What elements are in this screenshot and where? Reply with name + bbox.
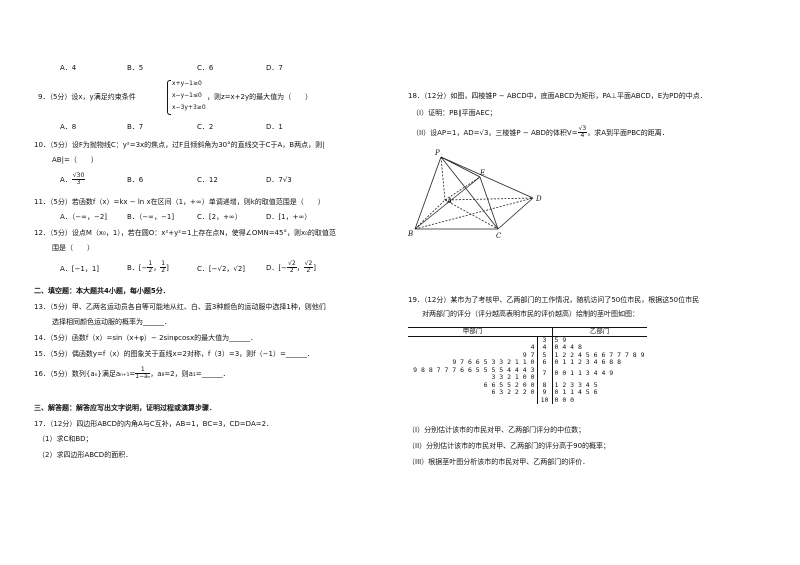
q10-option-c: C．12 — [197, 176, 218, 184]
label-C: C — [496, 232, 502, 240]
q19-line-5: （III）根据茎叶图分析该市的市民对甲、乙两部门的评价． — [408, 458, 590, 466]
stem: 10 — [537, 396, 553, 404]
q15: 15．（5分）偶函数y=f（x）的图象关于直线x=2对称，f（3）=3，则f（−… — [34, 350, 314, 358]
section-3-heading: 三、解答题：解答应写出文字说明，证明过程或演算步骤． — [34, 404, 216, 412]
q11-option-d: D．[1，+∞） — [266, 213, 312, 221]
stem: 8 — [537, 381, 553, 389]
left-leaves: 6 3 2 2 2 0 — [408, 388, 538, 397]
q8-option-c: C．6 — [197, 64, 214, 72]
left-leaves — [408, 396, 538, 404]
q11-option-c: C．[2，+∞） — [197, 213, 242, 221]
q12-line-2: 围是（ ） — [52, 244, 94, 252]
q13-line-2: 选择相同颜色运动服的概率为______． — [52, 318, 171, 326]
right-leaves: 0 1 1 2 3 4 6 8 8 — [554, 358, 622, 366]
stem-leaf-row: 9 8 8 7 7 7 6 6 5 5 5 5 4 4 4 3 3 3 2 1 … — [408, 366, 647, 382]
left-leaves: 6 6 5 5 2 0 0 — [408, 381, 538, 389]
q14: 14．（5分）函数f（x）=sin（x+φ）− 2sinφcosx的最大值为__… — [34, 334, 258, 342]
label-P: P — [434, 149, 440, 157]
label-A: A — [446, 197, 452, 205]
q9-option-b: B．7 — [127, 123, 144, 131]
q11-option-b: B．（−∞，−1] — [127, 213, 175, 221]
section-2-heading: 二、填空题：本大题共4小题，每小题5分． — [34, 287, 170, 295]
q12-line-1: 12．（5分）设点M（x₀，1），若在圆O：x²+y²=1上存在点N，使得∠OM… — [34, 229, 336, 237]
q17-line-1: 17．（12分）四边形ABCD的内角A与C互补，AB=1，BC=3，CD=DA=… — [34, 420, 274, 428]
q9-brace — [167, 80, 171, 115]
q17-line-3: （2）求四边形ABCD的面积． — [38, 451, 133, 459]
q10-line-2: AB|=（ ） — [52, 156, 98, 164]
q8-option-a: A．4 — [60, 64, 77, 72]
right-leaves: 1 2 2 4 5 6 6 7 7 7 8 9 — [554, 350, 645, 359]
q9-lead: 9．（5分）设x，y满足约束条件 — [38, 93, 136, 101]
q12-option-a: A．[−1，1] — [60, 265, 100, 273]
right-leaves: 0 1 1 4 5 6 — [554, 388, 598, 396]
stem-leaf-header: 甲部门 乙部门 — [408, 327, 647, 337]
label-D: D — [535, 195, 542, 203]
stem: 3 — [537, 336, 553, 344]
label-B: B — [407, 230, 413, 238]
q8-option-b: B．5 — [127, 64, 144, 72]
left-leaves: 4 — [408, 343, 538, 352]
q11-option-a: A．（−∞，−2] — [60, 213, 108, 221]
q18-line-2: （I）证明：PB∥平面AEC； — [412, 109, 497, 117]
q19-line-2: 对两部门的评分（评分越高表明市民的评价越高）绘制的茎叶图如图： — [422, 310, 639, 318]
q9-tail: ，则z=x+2y的最大值为（ ） — [207, 93, 313, 101]
q10-line-1: 10．（5分）设F为抛物线C：y²=3x的焦点，过F且倾斜角为30°的直线交于C… — [34, 141, 325, 149]
q19-line-4: （II）分别估计该市的市民对甲、乙两部门的评分高于90的概率； — [408, 442, 611, 450]
q19-line-3: （I）分别估计该市的市民对甲、乙两部门评分的中位数； — [408, 426, 586, 434]
q17-line-2: （1）求C和BD； — [38, 435, 93, 443]
q9-constraint-3: x−3y+3≥0 — [172, 104, 206, 111]
right-leaves: 0 0 1 1 3 4 4 9 — [554, 369, 614, 378]
right-leaves: 1 2 3 3 4 5 — [554, 380, 598, 389]
left-leaves: 9 7 — [408, 351, 538, 359]
stem: 9 — [537, 388, 553, 397]
q8-option-d: D．7 — [266, 64, 283, 72]
q13-line-1: 13．（5分）甲、乙两名运动员各自等可能地从红、白、蓝3种颜色的运动服中选择1种… — [34, 303, 326, 311]
header-right: 乙部门 — [552, 327, 647, 337]
label-E: E — [479, 169, 485, 177]
q18-line-1: 18．（12分）如图，四棱锥P − ABCD中，底面ABCD为矩形，PA⊥平面A… — [408, 92, 707, 100]
left-leaves — [408, 336, 538, 344]
pyramid-figure: P E A D B C — [407, 149, 542, 240]
stem: 5 — [537, 351, 553, 359]
header-left: 甲部门 — [408, 327, 537, 337]
q9-option-d: D．1 — [266, 123, 283, 131]
right-leaves: 0 0 0 — [554, 395, 575, 404]
stem: 4 — [537, 343, 553, 352]
q9-constraint-2: x−y−1≤0 — [172, 92, 202, 99]
q11-line-1: 11．（5分）若函数f（x）=kx − ln x在区间（1，+∞）单调递增，则k… — [34, 198, 325, 206]
q12-option-c: C．[−√2，√2] — [197, 265, 246, 273]
right-leaves: 5 9 — [554, 335, 567, 344]
right-leaves: 0 4 4 8 — [554, 343, 582, 351]
stem: 6 — [537, 358, 553, 367]
q9-constraint-1: x+y−1≥0 — [172, 80, 202, 87]
stem: 7 — [537, 366, 553, 382]
q9-option-a: A．8 — [60, 123, 77, 131]
q19-line-1: 19．（12分）某市为了考核甲、乙两部门的工作情况，随机访问了50位市民，根据这… — [408, 296, 700, 304]
q10-option-d: D．7√3 — [266, 176, 292, 184]
left-leaves: 9 7 6 6 5 3 3 2 1 1 0 — [408, 358, 538, 367]
q9-option-c: C．2 — [197, 123, 214, 131]
q10-option-b: B．6 — [127, 176, 144, 184]
left-leaves: 9 8 8 7 7 7 6 6 5 5 5 5 4 4 4 3 3 3 2 1 … — [408, 366, 538, 382]
